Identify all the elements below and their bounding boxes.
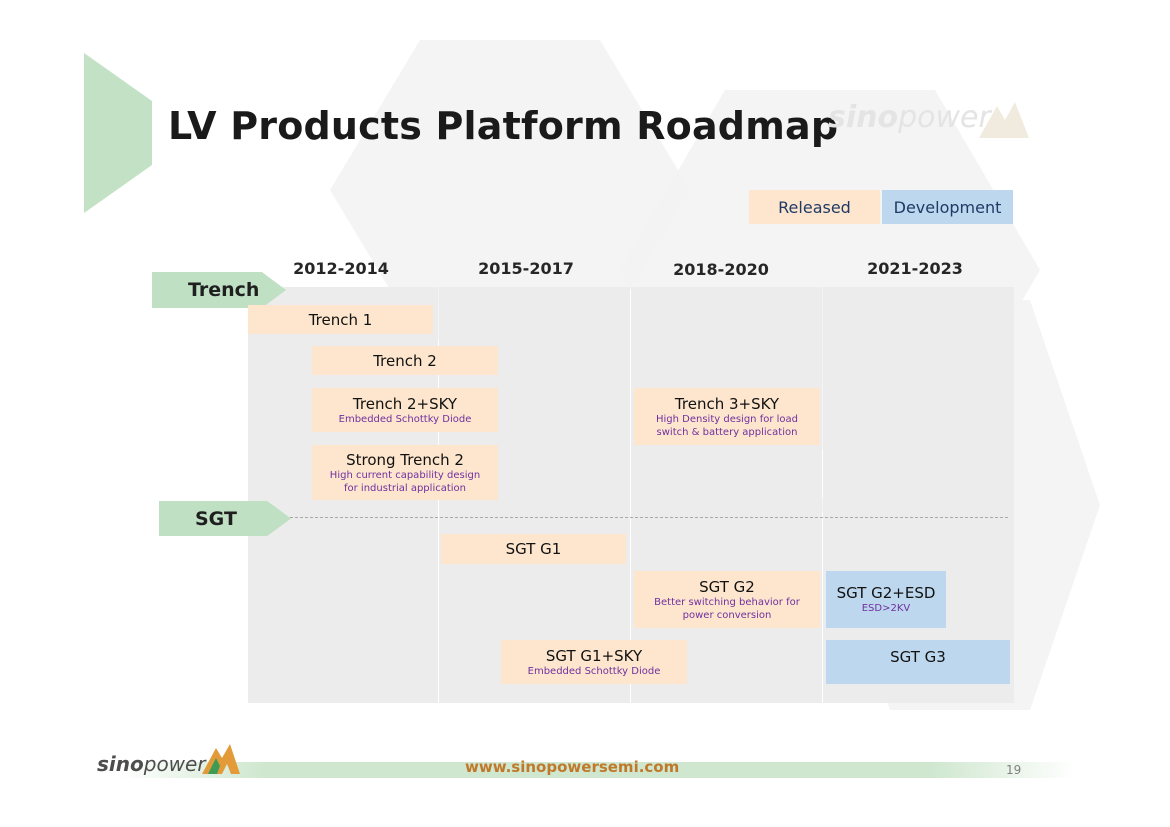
legend-released: Released [749, 190, 880, 224]
roadmap-item-sgt-g1: SGT G1 [441, 534, 626, 564]
roadmap-item-sgt-g1-sky: SGT G1+SKY Embedded Schottky Diode [501, 640, 687, 684]
period-label-4: 2021-2023 [867, 259, 963, 278]
roadmap-item-sgt-g2-esd: SGT G2+ESD ESD>2KV [826, 571, 946, 628]
watermark-logo-mark-icon [979, 102, 1029, 138]
roadmap-item-trench-2-sky: Trench 2+SKY Embedded Schottky Diode [312, 388, 498, 432]
roadmap-item-trench-1: Trench 1 [248, 305, 433, 334]
period-column-4 [823, 287, 1014, 703]
corner-accent-shape [84, 53, 152, 213]
period-column-3 [631, 287, 822, 703]
period-label-1: 2012-2014 [293, 259, 389, 278]
roadmap-item-sgt-g3: SGT G3 [826, 640, 1010, 684]
category-label-sgt: SGT [195, 507, 237, 530]
footer-logo: sinopower® [97, 752, 215, 776]
footer-band [120, 762, 1075, 778]
category-label-trench: Trench [188, 279, 260, 301]
roadmap-item-strong-trench-2: Strong Trench 2 High current capability … [312, 445, 498, 500]
watermark-logo: sinopower [828, 100, 991, 135]
page-number: 19 [1006, 763, 1022, 777]
footer-website-link[interactable]: www.sinopowersemi.com [465, 758, 680, 776]
period-label-3: 2018-2020 [673, 260, 769, 279]
roadmap-item-trench-2: Trench 2 [312, 346, 498, 375]
category-tag-sgt: SGT [159, 501, 291, 536]
logo-mark-icon [202, 744, 240, 774]
period-label-2: 2015-2017 [478, 259, 574, 278]
roadmap-item-sgt-g2: SGT G2 Better switching behavior for pow… [634, 571, 820, 628]
category-divider [290, 517, 1008, 518]
page-title: LV Products Platform Roadmap [168, 104, 839, 148]
roadmap-item-trench-3-sky: Trench 3+SKY High Density design for loa… [634, 388, 820, 445]
category-tag-trench: Trench [152, 272, 286, 308]
legend-development: Development [882, 190, 1013, 224]
